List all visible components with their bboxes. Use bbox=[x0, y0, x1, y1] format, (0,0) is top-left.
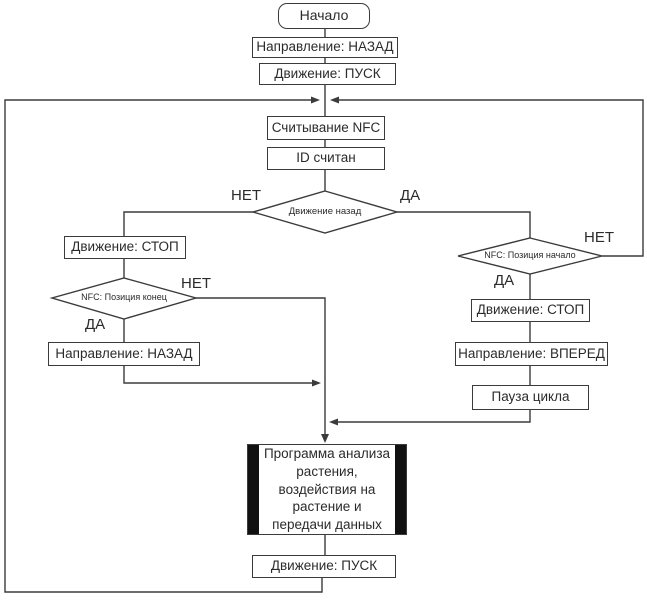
arrowhead-back-merge bbox=[312, 379, 321, 387]
arrowhead-into-program bbox=[321, 434, 329, 443]
line-loop-return-right bbox=[338, 99, 644, 257]
node-direction-back-left: Направление: НАЗАД bbox=[48, 342, 200, 366]
arrowhead-pause-merge bbox=[329, 418, 338, 426]
branch-label-start-no: НЕТ bbox=[584, 229, 614, 246]
arrowhead-right-into-junction bbox=[330, 96, 339, 104]
program-side-bar-left bbox=[248, 445, 259, 534]
branch-label-main-yes: ДА bbox=[400, 187, 421, 204]
line-back-merge bbox=[123, 366, 313, 384]
decision-position-end-label: NFC: Позиция конец bbox=[81, 292, 167, 302]
node-move-start-bottom: Движение: ПУСК bbox=[252, 555, 396, 578]
branch-label-start-yes: ДА bbox=[494, 272, 515, 289]
line-end-no-spine bbox=[196, 297, 326, 436]
line-pause-merge bbox=[337, 410, 531, 423]
line-main-no-branch bbox=[123, 211, 253, 236]
node-start: Начало bbox=[278, 3, 370, 29]
decision-moving-back-diamond bbox=[250, 190, 400, 234]
decision-position-end-diamond bbox=[49, 277, 199, 320]
node-id-read: ID считан bbox=[267, 147, 385, 170]
arrowheads bbox=[311, 96, 339, 443]
arrowhead-left-into-junction bbox=[311, 96, 320, 104]
line-main-yes-branch bbox=[397, 211, 531, 238]
node-move-start-top: Движение: ПУСК bbox=[259, 63, 396, 85]
line-loop-return-left bbox=[4, 99, 323, 593]
decision-moving-back-label: Движение назад bbox=[288, 206, 362, 217]
decision-position-start-diamond bbox=[457, 237, 603, 275]
branch-label-end-yes: ДА bbox=[85, 316, 106, 333]
connector-lines bbox=[4, 29, 644, 593]
decision-diamonds bbox=[49, 190, 603, 320]
branch-label-end-no: НЕТ bbox=[181, 275, 211, 292]
node-program: Программа анализа растения, воздействия … bbox=[247, 444, 407, 535]
node-read-nfc: Считывание NFC bbox=[267, 116, 385, 140]
node-direction-forward: Направление: ВПЕРЕД bbox=[455, 342, 608, 366]
decision-position-start-label: NFC: Позиция начало bbox=[484, 250, 576, 260]
node-move-stop-right: Движение: СТОП bbox=[471, 299, 590, 322]
node-program-label: Программа анализа растения, воздействия … bbox=[263, 445, 391, 533]
node-pause-cycle: Пауза цикла bbox=[472, 385, 589, 410]
branch-label-main-no: НЕТ bbox=[231, 187, 261, 204]
node-direction-back-top: Направление: НАЗАД bbox=[252, 37, 398, 58]
program-side-bar-right bbox=[395, 445, 406, 534]
node-move-stop-left: Движение: СТОП bbox=[64, 236, 186, 259]
